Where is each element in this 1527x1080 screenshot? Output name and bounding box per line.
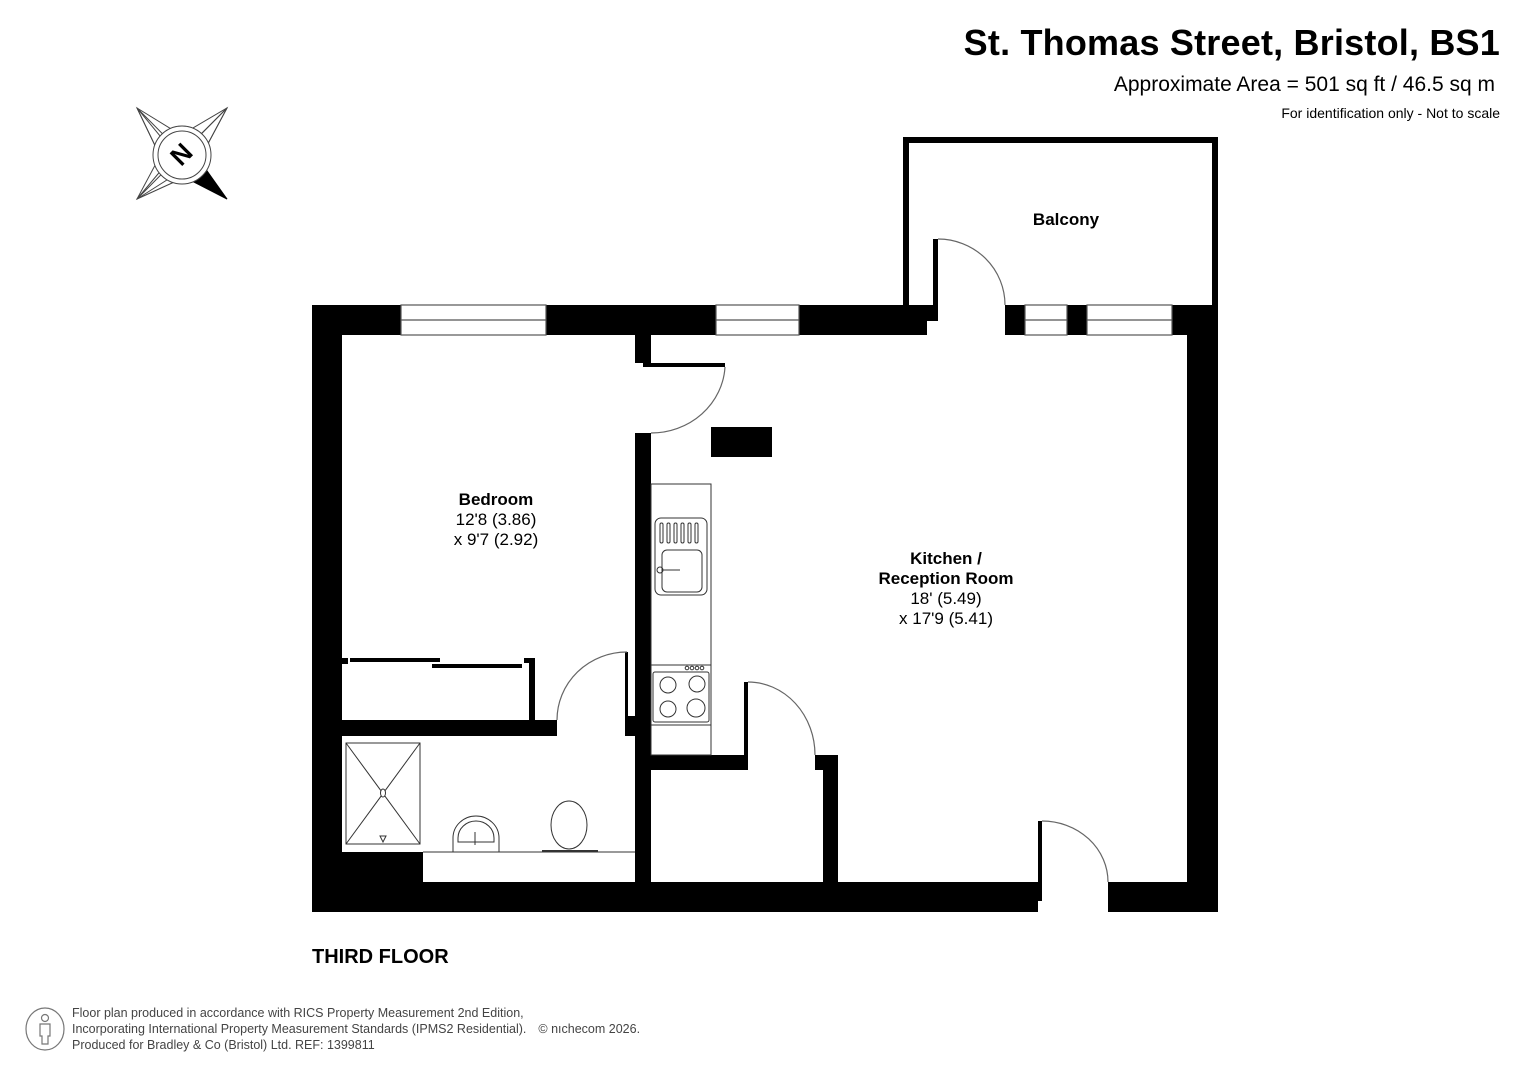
bedroom-door	[650, 366, 726, 434]
kitchen-units	[650, 483, 712, 756]
footer-line-1: Floor plan produced in accordance with R…	[72, 1006, 524, 1020]
room-dimension: x 9'7 (2.92)	[453, 530, 539, 549]
cupboard-door	[747, 681, 816, 756]
bathroom-fixtures	[345, 742, 635, 853]
room-name-line2: Reception Room	[878, 569, 1014, 588]
room-dimension: 12'8 (3.86)	[455, 510, 537, 529]
property-title: St. Thomas Street, Bristol, BS1	[963, 22, 1500, 63]
room-dimension: 18' (5.49)	[910, 589, 982, 608]
person-icon	[25, 1007, 65, 1051]
windows	[400, 304, 1173, 336]
hob-icon	[652, 671, 710, 723]
approximate-area: Approximate Area = 501 sq ft / 46.5 sq m	[1113, 73, 1495, 96]
balcony-outline	[903, 137, 1218, 305]
washbasin-icon	[452, 815, 500, 852]
balcony-door	[937, 238, 1006, 306]
room-label-kitchen-reception: Kitchen / Reception Room 18' (5.49) x 17…	[878, 549, 1013, 629]
toilet-icon	[550, 800, 588, 850]
entrance-door	[1041, 820, 1109, 883]
footer-line-2-text: Incorporating International Property Mea…	[72, 1022, 527, 1036]
walls	[312, 239, 1218, 912]
footer-line-3: Produced for Bradley & Co (Bristol) Ltd.…	[72, 1038, 375, 1052]
scale-disclaimer: For identification only - Not to scale	[1281, 105, 1500, 121]
room-name: Kitchen /	[910, 549, 982, 568]
room-dimension: x 17'9 (5.41)	[899, 609, 993, 628]
footer-credits: Floor plan produced in accordance with R…	[72, 1005, 640, 1053]
room-name: Balcony	[1032, 210, 1100, 229]
room-name: Bedroom	[458, 490, 534, 509]
footer-line-2: Incorporating International Property Mea…	[72, 1021, 640, 1037]
room-label-bedroom: Bedroom 12'8 (3.86) x 9'7 (2.92)	[454, 490, 539, 550]
bathroom-door	[556, 651, 628, 721]
floor-label: THIRD FLOOR	[312, 946, 449, 968]
room-label-balcony: Balcony	[1033, 210, 1099, 230]
north-compass-icon: N	[135, 106, 229, 201]
copyright: © nıchecom 2026.	[538, 1022, 641, 1036]
shower-tray-icon	[345, 742, 421, 845]
door-swings	[556, 238, 1109, 883]
sink-icon	[654, 517, 708, 596]
